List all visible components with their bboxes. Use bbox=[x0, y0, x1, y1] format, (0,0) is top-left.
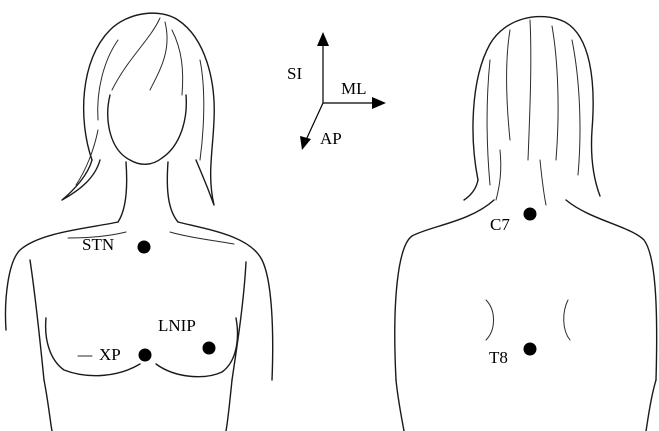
ml-label: ML bbox=[341, 79, 367, 98]
ap-arrow-head bbox=[300, 136, 311, 150]
marker-t8: T8 bbox=[489, 343, 537, 368]
marker-stn-label: STN bbox=[82, 235, 114, 254]
axis-triad: SI ML AP bbox=[287, 32, 386, 150]
ml-arrow-head bbox=[372, 97, 386, 109]
marker-t8-label: T8 bbox=[489, 348, 508, 367]
marker-lnip-label: LNIP bbox=[158, 316, 196, 335]
marker-lnip-dot bbox=[203, 342, 216, 355]
marker-stn-dot bbox=[138, 241, 151, 254]
marker-t8-dot bbox=[524, 343, 537, 356]
marker-xp-dot bbox=[139, 349, 152, 362]
marker-c7: C7 bbox=[490, 208, 537, 235]
back-figure bbox=[395, 17, 657, 431]
marker-xp-label: XP bbox=[99, 345, 121, 364]
si-label: SI bbox=[287, 64, 302, 83]
marker-c7-label: C7 bbox=[490, 215, 510, 234]
marker-xp: XP bbox=[99, 345, 152, 364]
marker-stn: STN bbox=[82, 235, 151, 254]
si-arrow-head bbox=[317, 32, 329, 46]
front-figure bbox=[6, 13, 273, 431]
marker-c7-dot bbox=[524, 208, 537, 221]
ap-label: AP bbox=[320, 129, 342, 148]
marker-lnip: LNIP bbox=[158, 316, 216, 355]
